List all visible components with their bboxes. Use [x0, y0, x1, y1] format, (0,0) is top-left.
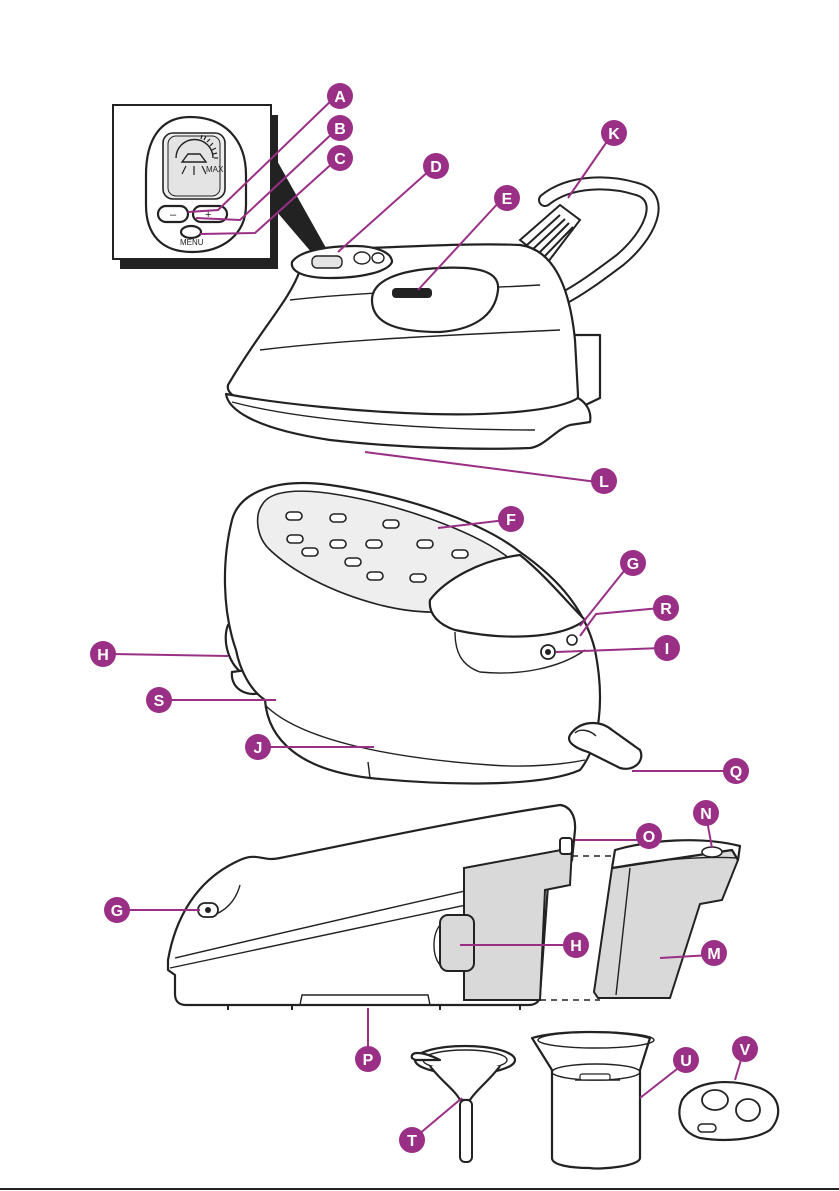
callout-B: B — [327, 115, 353, 141]
menu-label: MENU — [180, 238, 204, 247]
svg-text:U: U — [680, 1053, 692, 1070]
callout-G-lower: G — [104, 897, 130, 923]
callout-D: D — [423, 153, 449, 179]
callout-H-upper: H — [90, 641, 116, 667]
base-side-view-illustration — [168, 805, 640, 1010]
water-tank-illustration — [594, 840, 740, 998]
callout-T: T — [399, 1127, 425, 1153]
stopper-illustration — [679, 1082, 778, 1140]
callout-H-lower: H — [563, 932, 589, 958]
svg-text:R: R — [660, 601, 672, 618]
svg-text:Q: Q — [730, 764, 742, 781]
max-label: MAX — [206, 165, 224, 174]
svg-text:J: J — [254, 740, 263, 757]
svg-text:T: T — [407, 1133, 417, 1150]
callout-G-upper: G — [620, 550, 646, 576]
callout-M: M — [701, 940, 727, 966]
control-panel-inset: MAX – + MENU — [113, 105, 330, 269]
svg-text:H: H — [570, 938, 582, 955]
svg-text:H: H — [97, 647, 109, 664]
callout-S: S — [146, 687, 172, 713]
svg-text:O: O — [643, 829, 655, 846]
callout-K: K — [601, 120, 627, 146]
measuring-cup-illustration — [532, 1032, 654, 1169]
callout-A: A — [327, 83, 353, 109]
svg-text:B: B — [334, 121, 346, 138]
callout-E: E — [494, 185, 520, 211]
callout-O: O — [636, 823, 662, 849]
svg-text:G: G — [627, 556, 639, 573]
svg-text:P: P — [363, 1052, 374, 1069]
callout-U: U — [673, 1047, 699, 1073]
callout-N: N — [693, 800, 719, 826]
svg-text:E: E — [502, 191, 513, 208]
funnel-illustration — [412, 1046, 515, 1162]
svg-text:F: F — [506, 512, 516, 529]
callout-R: R — [653, 595, 679, 621]
svg-text:I: I — [665, 641, 669, 658]
svg-text:S: S — [154, 693, 165, 710]
callout-Q: Q — [723, 758, 749, 784]
callout-V: V — [732, 1036, 758, 1062]
callout-L: L — [591, 468, 617, 494]
svg-text:M: M — [707, 946, 720, 963]
svg-text:V: V — [740, 1042, 751, 1059]
svg-text:C: C — [334, 151, 346, 168]
svg-text:N: N — [700, 806, 712, 823]
callout-F: F — [498, 506, 524, 532]
svg-text:A: A — [334, 89, 346, 106]
callout-P: P — [355, 1046, 381, 1072]
svg-text:L: L — [599, 474, 609, 491]
svg-text:D: D — [430, 159, 442, 176]
callout-C: C — [327, 145, 353, 171]
base-station-illustration — [225, 483, 641, 783]
svg-text:G: G — [111, 903, 123, 920]
svg-text:K: K — [608, 126, 620, 143]
minus-button-label: – — [170, 209, 177, 221]
callout-I: I — [654, 635, 680, 661]
callout-J: J — [245, 734, 271, 760]
